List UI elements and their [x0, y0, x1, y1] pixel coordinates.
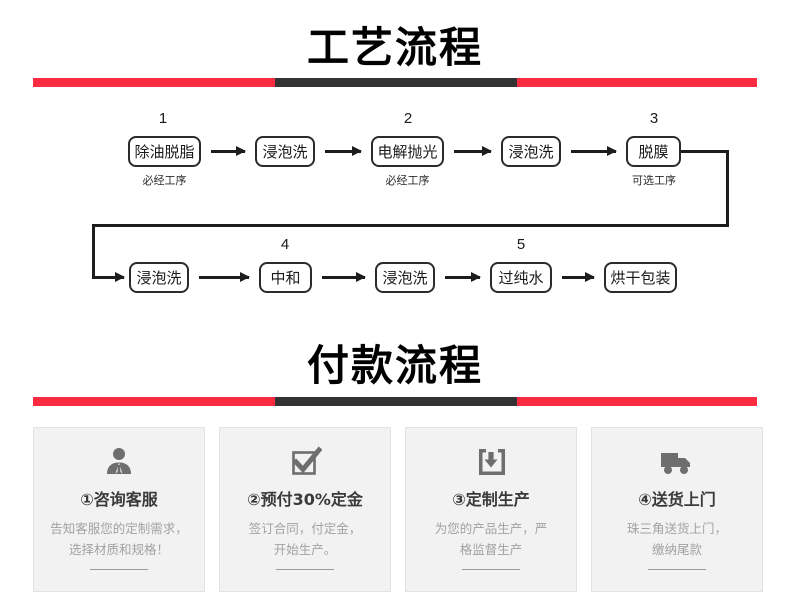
divider-payment — [33, 397, 757, 406]
checkbox-check-icon — [285, 442, 325, 482]
flow-arrow-r1-a — [211, 146, 246, 156]
flow-connector-top — [681, 150, 729, 153]
flow-step-number-4: 4 — [280, 236, 290, 253]
flow-node-row2-1[interactable]: 浸泡洗 — [129, 262, 189, 293]
payment-card-desc-4: 珠三角送货上门， 缴纳尾款 — [607, 519, 747, 560]
customer-service-icon — [99, 442, 139, 482]
flow-node-row1-4[interactable]: 浸泡洗 — [501, 136, 561, 167]
payment-card-desc-1-line2: 选择材质和规格！ — [68, 541, 169, 557]
flow-step-number-1: 1 — [158, 110, 168, 127]
flow-arrow-r2-a — [199, 272, 250, 282]
flow-node-row1-1[interactable]: 除油脱脂 — [128, 136, 201, 167]
payment-card-desc-1-line1: 告知客服您的定制需求， — [50, 521, 188, 536]
payment-card-desc-2: 签订合同，付定金， 开始生产。 — [235, 519, 375, 560]
flow-node-row1-3[interactable]: 电解抛光 — [371, 136, 444, 167]
flow-node-row2-3[interactable]: 浸泡洗 — [375, 262, 435, 293]
divider-segment-red-left-2 — [33, 397, 275, 406]
flow-connector-left — [92, 224, 95, 278]
payment-card-4[interactable]: ④送货上门 珠三角送货上门， 缴纳尾款 — [591, 427, 763, 592]
payment-card-rule-2 — [276, 569, 334, 571]
payment-card-title-1: ①咨询客服 — [80, 490, 158, 509]
payment-steps-list: ①咨询客服 告知客服您的定制需求， 选择材质和规格！ ②预付30%定金 签订合同… — [0, 427, 790, 595]
download-box-icon — [471, 442, 511, 482]
flow-connector-across — [92, 224, 729, 227]
payment-card-desc-2-line2: 开始生产。 — [273, 541, 337, 557]
flow-step-number-2: 2 — [403, 110, 413, 127]
flow-node-row1-5[interactable]: 脱膜 — [626, 136, 681, 167]
flow-connector-arrow — [92, 272, 125, 282]
payment-card-desc-3-line1: 为您的产品生产，严 — [434, 521, 548, 536]
flow-node-row1-2[interactable]: 浸泡洗 — [255, 136, 315, 167]
payment-card-desc-3-line2: 格监督生产 — [459, 541, 523, 557]
divider-segment-dark-2 — [275, 397, 517, 406]
flow-arrow-r2-b — [322, 272, 366, 282]
delivery-truck-icon — [657, 442, 697, 482]
flow-arrow-r2-c — [445, 272, 481, 282]
divider-segment-red-left — [33, 78, 275, 87]
payment-card-desc-4-line2: 缴纳尾款 — [651, 541, 702, 557]
payment-card-rule-1 — [90, 569, 148, 571]
flow-node-row2-2[interactable]: 中和 — [259, 262, 312, 293]
flow-arrow-r1-c — [454, 146, 492, 156]
payment-card-title-3: ③定制生产 — [452, 490, 530, 509]
divider-segment-dark — [275, 78, 517, 87]
flow-arrow-r1-d — [571, 146, 617, 156]
payment-card-1[interactable]: ①咨询客服 告知客服您的定制需求， 选择材质和规格！ — [33, 427, 205, 592]
page-title-process: 工艺流程 — [306, 23, 483, 72]
payment-card-title-4: ④送货上门 — [638, 490, 716, 509]
flow-connector-right — [726, 150, 729, 227]
payment-card-desc-1: 告知客服您的定制需求， 选择材质和规格！ — [49, 519, 189, 560]
payment-card-rule-4 — [648, 569, 706, 571]
page-title-payment: 付款流程 — [306, 341, 483, 390]
payment-card-desc-2-line1: 签订合同，付定金， — [248, 521, 362, 536]
payment-card-desc-3: 为您的产品生产，严 格监督生产 — [421, 519, 561, 560]
payment-card-desc-4-line1: 珠三角送货上门， — [626, 521, 727, 536]
flow-note-row1-5: 可选工序 — [632, 174, 676, 187]
process-flowchart: 1 除油脱脂 必经工序 浸泡洗 2 电解抛光 必经工序 浸泡洗 3 脱膜 可选工… — [0, 100, 790, 315]
flow-step-number-3: 3 — [649, 110, 659, 127]
flow-arrow-r2-d — [562, 272, 595, 282]
flow-node-row2-5[interactable]: 烘干包装 — [604, 262, 677, 293]
payment-card-title-2: ②预付30%定金 — [247, 490, 363, 509]
flow-step-number-5: 5 — [516, 236, 526, 253]
divider-segment-red-right — [517, 78, 757, 87]
payment-card-2[interactable]: ②预付30%定金 签订合同，付定金， 开始生产。 — [219, 427, 391, 592]
payment-card-rule-3 — [462, 569, 520, 571]
payment-card-3[interactable]: ③定制生产 为您的产品生产，严 格监督生产 — [405, 427, 577, 592]
flow-note-row1-3: 必经工序 — [385, 174, 430, 187]
divider-segment-red-right-2 — [517, 397, 757, 406]
flow-note-row1-1: 必经工序 — [142, 174, 187, 187]
divider-process — [33, 78, 757, 87]
flow-arrow-r1-b — [325, 146, 362, 156]
flow-node-row2-4[interactable]: 过纯水 — [490, 262, 552, 293]
